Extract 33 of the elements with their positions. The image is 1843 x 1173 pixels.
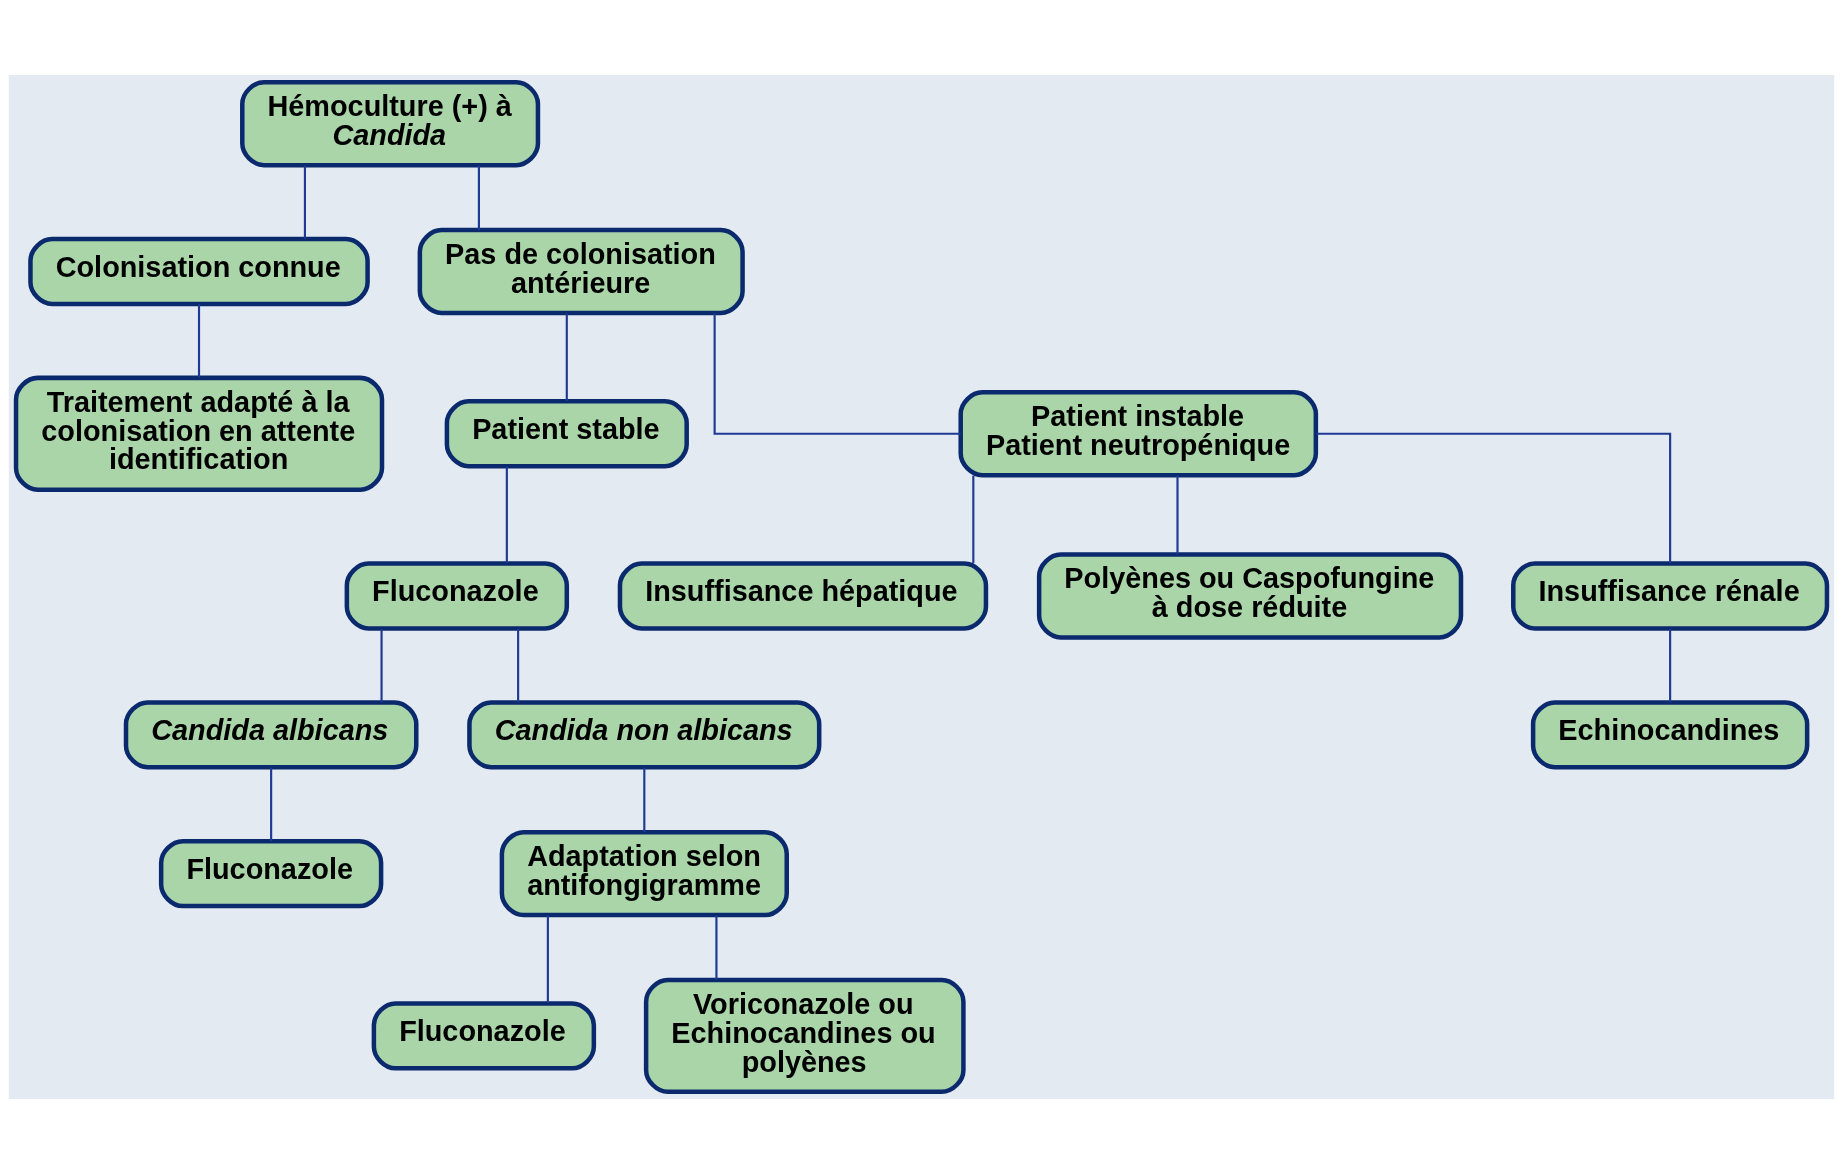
connector <box>713 312 961 435</box>
connector <box>303 165 306 239</box>
connector <box>517 628 520 702</box>
node-box: Patient instable Patient neutropénique <box>958 389 1319 477</box>
node-box: Candida albicans <box>123 699 419 770</box>
connector <box>505 466 508 563</box>
connector <box>1316 432 1672 563</box>
connector <box>972 475 975 563</box>
node-box: Fluconazole <box>158 838 384 908</box>
node-box: Traitement adapté à la colonisation en attente identification <box>13 375 385 492</box>
connector <box>546 914 549 1003</box>
connector <box>1176 475 1179 554</box>
node-box: Hémoculture (+) à Candida <box>240 79 541 167</box>
connector <box>565 312 568 401</box>
connector <box>380 628 383 702</box>
node-box: Voriconazole ou Echinocandines ou polyènes <box>643 977 966 1094</box>
connector <box>270 767 273 841</box>
node-box: Polyènes ou Caspofungine à dose réduite <box>1036 551 1464 640</box>
node-box: Patient stable <box>444 398 689 468</box>
node-box: Candida non albicans <box>467 699 822 770</box>
node-box: Insuffisance rénale <box>1511 560 1830 631</box>
node-box: Adaptation selon antifongigramme <box>499 829 789 917</box>
connector <box>197 303 201 377</box>
node-box: Colonisation connue <box>28 236 370 306</box>
connector <box>643 767 646 832</box>
connector <box>1669 628 1672 702</box>
connector <box>477 165 480 230</box>
connector <box>715 914 718 980</box>
node-box: Fluconazole <box>371 1000 597 1071</box>
node-box: Pas de colonisation antérieure <box>417 227 745 315</box>
node-box: Fluconazole <box>344 560 570 631</box>
node-box: Echinocandines <box>1530 699 1810 770</box>
node-box: Insuffisance hépatique <box>617 560 989 631</box>
